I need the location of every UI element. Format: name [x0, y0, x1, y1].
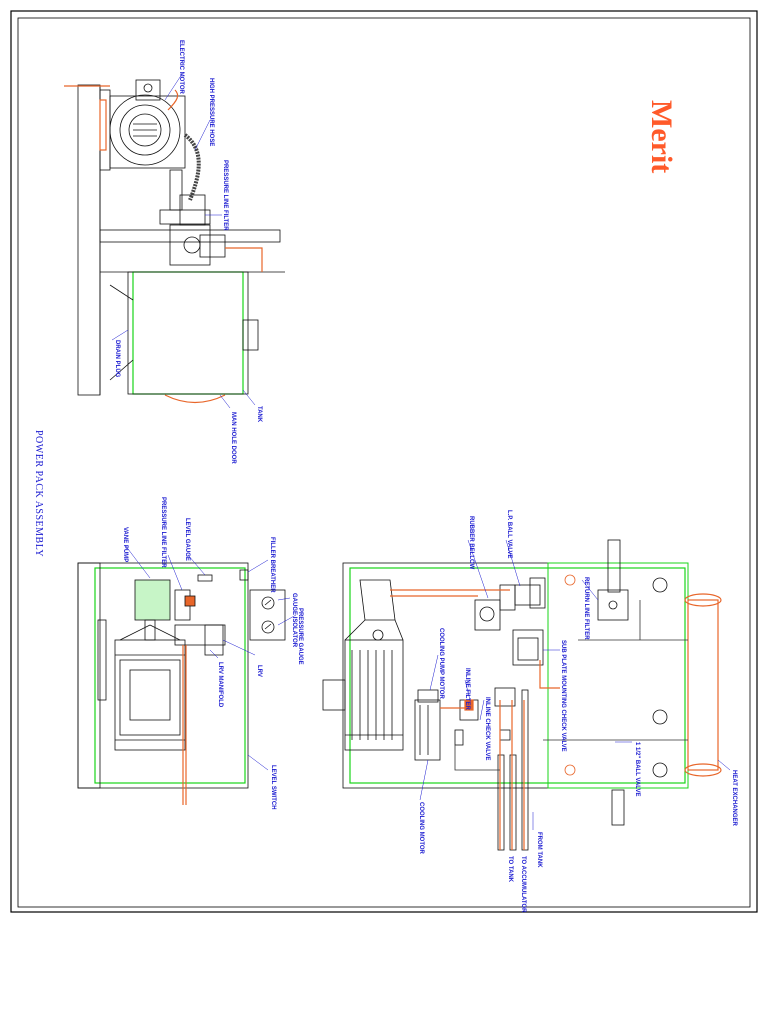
label-pressure-gauge: PRESSURE GAUGE — [297, 608, 303, 665]
label-drain-plug: DRAIN PLUG — [114, 340, 120, 378]
label-inline-check-valve: INLINE CHECK VALVE — [484, 697, 490, 760]
label-cooling-motor: COOLING MOTOR — [418, 802, 424, 855]
label-tank: TANK — [256, 406, 262, 423]
label-level-gauge: LEVEL GAUGE — [184, 518, 190, 561]
front-view-pipes — [182, 645, 187, 805]
side-elevation-pipes — [64, 85, 263, 404]
label-to-accumulator: TO ACCUMULATOR — [520, 856, 526, 913]
side-elevation-view — [77, 79, 285, 396]
main-motor — [114, 639, 186, 751]
label-pressure-line-filter-top: PRESSURE LINE FILTER — [222, 160, 228, 231]
label-sub-plate-check-valve: SUB PLATE MOUNTING CHECK VALVE — [560, 640, 566, 752]
label-to-tank: TO TANK — [507, 856, 513, 883]
label-rubber-bellow: RUBBER BELLOW — [468, 516, 474, 570]
label-from-tank: FROM TANK — [536, 832, 542, 868]
label-ball-valve-1-5: 1 1/2" BALL VALVE — [634, 742, 640, 797]
main-motor-plan — [344, 639, 404, 751]
label-gauge-isolator: GAUGE ISOLATOR — [291, 593, 297, 648]
merit-logo: Merit — [645, 100, 678, 173]
label-cooling-pump-motor: COOLING PUMP MOTOR — [438, 628, 444, 699]
label-lp-ball-valve: L.P. BALL VALVE — [506, 510, 512, 559]
vane-pump — [134, 579, 171, 621]
inner-border — [17, 17, 751, 908]
label-electric-motor: ELECTRIC MOTOR — [178, 40, 184, 95]
plan-view-thin-pipes — [454, 600, 688, 771]
return-line-filter — [597, 589, 629, 621]
plan-view — [322, 539, 722, 851]
label-level-switch: LEVEL SWITCH — [270, 765, 276, 810]
side-elevation-labels: ELECTRIC MOTOR HIGH PRESSURE HOSE PRESSU… — [111, 40, 262, 464]
plan-view-labels: RUBBER BELLOW L.P. BALL VALVE RETURN LIN… — [418, 510, 737, 913]
plan-view-pipes — [390, 589, 560, 850]
label-man-hole-door: MAN HOLE DOOR — [230, 412, 236, 464]
label-vane-pump: VANE PUMP — [122, 527, 128, 562]
label-lrv: LRV — [256, 665, 262, 677]
front-view — [77, 562, 286, 789]
label-heat-exchanger: HEAT EXCHANGER — [731, 770, 737, 827]
drawing-title: POWER PACK ASSEMBLY — [33, 430, 44, 557]
label-high-pressure-hose: HIGH PRESSURE HOSE — [208, 78, 214, 146]
tank-side — [132, 271, 244, 395]
label-pressure-line-filter-mid: PRESSURE LINE FILTER — [160, 497, 166, 568]
label-inline-filter: INLINE FILTER — [464, 668, 470, 711]
sub-plate-check-valve — [512, 629, 544, 666]
label-return-line-filter: RETURN LINE FILTER — [583, 577, 589, 640]
label-lrv-manifold: LRV MANIFOLD — [217, 662, 223, 708]
front-view-labels: VANE PUMP PRESSURE LINE FILTER LEVEL GAU… — [122, 497, 303, 810]
outer-border — [10, 10, 758, 913]
gauge-panel — [249, 589, 286, 641]
heat-exchanger — [687, 599, 719, 771]
label-filler-breather: FILLER BREATHER — [269, 537, 275, 593]
